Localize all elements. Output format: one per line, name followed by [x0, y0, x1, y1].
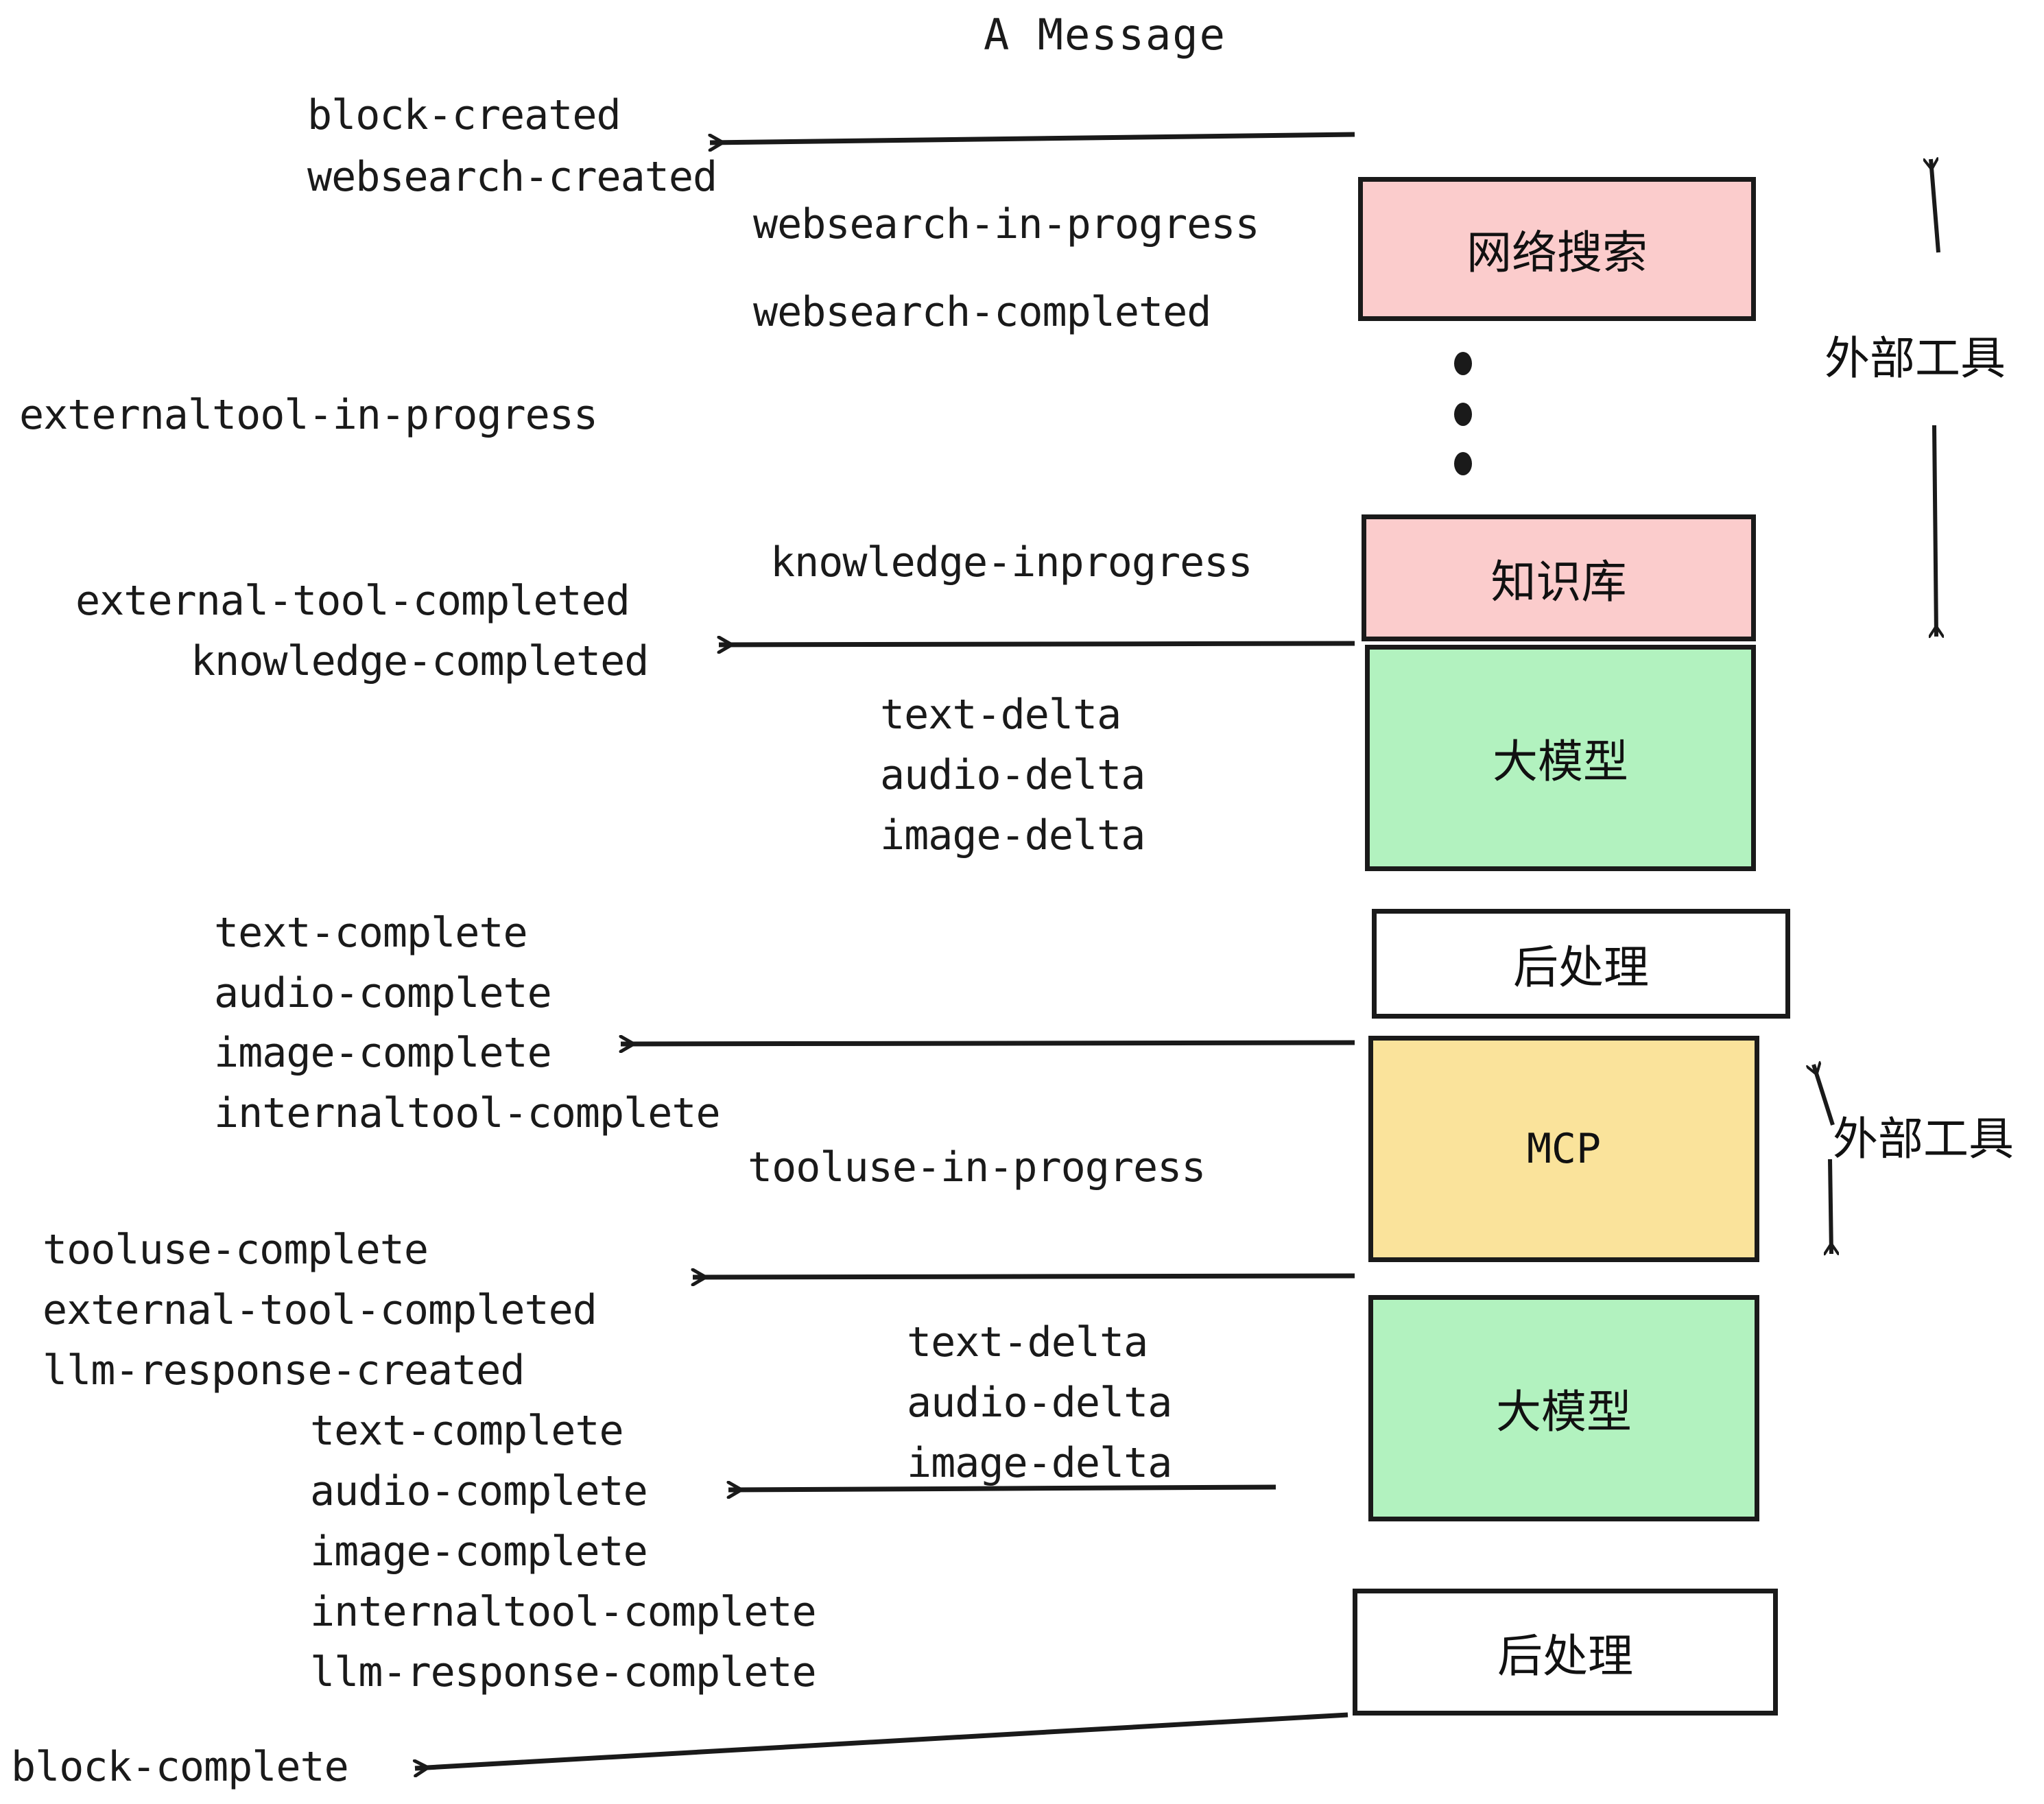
arrow-audio-complete	[728, 1487, 1276, 1490]
event-audio-delta-2: audio-delta	[907, 1379, 1172, 1427]
event-image-complete-1: image-complete	[214, 1029, 552, 1077]
event-text-delta-2: text-delta	[907, 1318, 1148, 1366]
event-audio-complete-1: audio-complete	[214, 969, 552, 1017]
node-llm-bottom-label: 大模型	[1496, 1386, 1632, 1438]
event-tooluse-in-progress: tooluse-in-progress	[748, 1143, 1206, 1191]
arrow-image-complete	[621, 1043, 1355, 1044]
event-tooluse-complete: tooluse-complete	[43, 1226, 429, 1274]
external-tool-scope-top	[1931, 159, 1938, 637]
node-post-bottom[interactable]: 后处理	[1353, 1589, 1778, 1716]
node-llm-bottom[interactable]: 大模型	[1368, 1295, 1759, 1521]
event-block-created: block-created	[307, 91, 621, 139]
node-knowledge[interactable]: 知识库	[1362, 514, 1756, 641]
arrow-tooluse-complete	[693, 1276, 1355, 1277]
event-audio-complete-2: audio-complete	[310, 1467, 648, 1515]
event-block-complete: block-complete	[11, 1743, 349, 1791]
node-post-top[interactable]: 后处理	[1372, 909, 1790, 1019]
side-label-external-tools-top: 外部工具	[1825, 332, 2006, 385]
scope-arrow-down-bottom	[1830, 1159, 1831, 1254]
arrow-block-created	[710, 132, 1355, 143]
external-tool-scope-bottom	[1814, 1065, 1833, 1254]
node-websearch-label: 网络搜索	[1466, 226, 1648, 279]
node-websearch[interactable]: 网络搜索	[1358, 177, 1756, 321]
node-llm-top[interactable]: 大模型	[1365, 645, 1756, 871]
event-websearch-created: websearch-created	[307, 153, 717, 201]
event-externaltool-in-progress: externaltool-in-progress	[19, 391, 598, 439]
event-image-delta-2: image-delta	[907, 1439, 1172, 1487]
event-websearch-completed: websearch-completed	[753, 288, 1211, 336]
event-internaltool-complete-1: internaltool-complete	[214, 1089, 721, 1137]
arrow-block-complete	[415, 1712, 1348, 1768]
scope-arrow-down-top	[1934, 425, 1936, 637]
event-llm-response-complete: llm-response-complete	[310, 1648, 817, 1696]
node-post-top-label: 后处理	[1513, 941, 1649, 994]
event-text-complete-2: text-complete	[310, 1407, 624, 1455]
page-title: A Message	[984, 10, 1226, 60]
event-external-tool-completed-2: external-tool-completed	[43, 1286, 597, 1334]
scope-arrow-up-bottom	[1814, 1065, 1835, 1126]
event-llm-response-created: llm-response-created	[43, 1346, 525, 1394]
arrow-knowledge-completed	[719, 643, 1355, 645]
event-audio-delta-1: audio-delta	[880, 751, 1145, 799]
event-image-delta-1: image-delta	[880, 811, 1145, 859]
flow-arrows	[415, 132, 1355, 1768]
event-knowledge-completed: knowledge-completed	[191, 637, 649, 685]
event-knowledge-inprogress: knowledge-inprogress	[770, 538, 1252, 586]
event-text-delta-1: text-delta	[880, 691, 1121, 739]
scope-arrow-up-top	[1931, 159, 1940, 253]
node-mcp[interactable]: MCP	[1368, 1036, 1759, 1262]
node-llm-top-label: 大模型	[1493, 735, 1628, 788]
node-post-bottom-label: 后处理	[1497, 1629, 1633, 1683]
node-knowledge-label: 知识库	[1490, 555, 1627, 608]
vertical-ellipsis	[1454, 352, 1472, 475]
node-mcp-label: MCP	[1526, 1125, 1602, 1173]
side-label-external-tools-bottom: 外部工具	[1833, 1113, 2014, 1165]
event-internaltool-complete-2: internaltool-complete	[310, 1588, 817, 1636]
event-websearch-in-progress: websearch-in-progress	[753, 200, 1260, 248]
event-image-complete-2: image-complete	[310, 1528, 648, 1576]
event-text-complete-1: text-complete	[214, 909, 528, 957]
event-external-tool-completed-1: external-tool-completed	[75, 577, 630, 625]
